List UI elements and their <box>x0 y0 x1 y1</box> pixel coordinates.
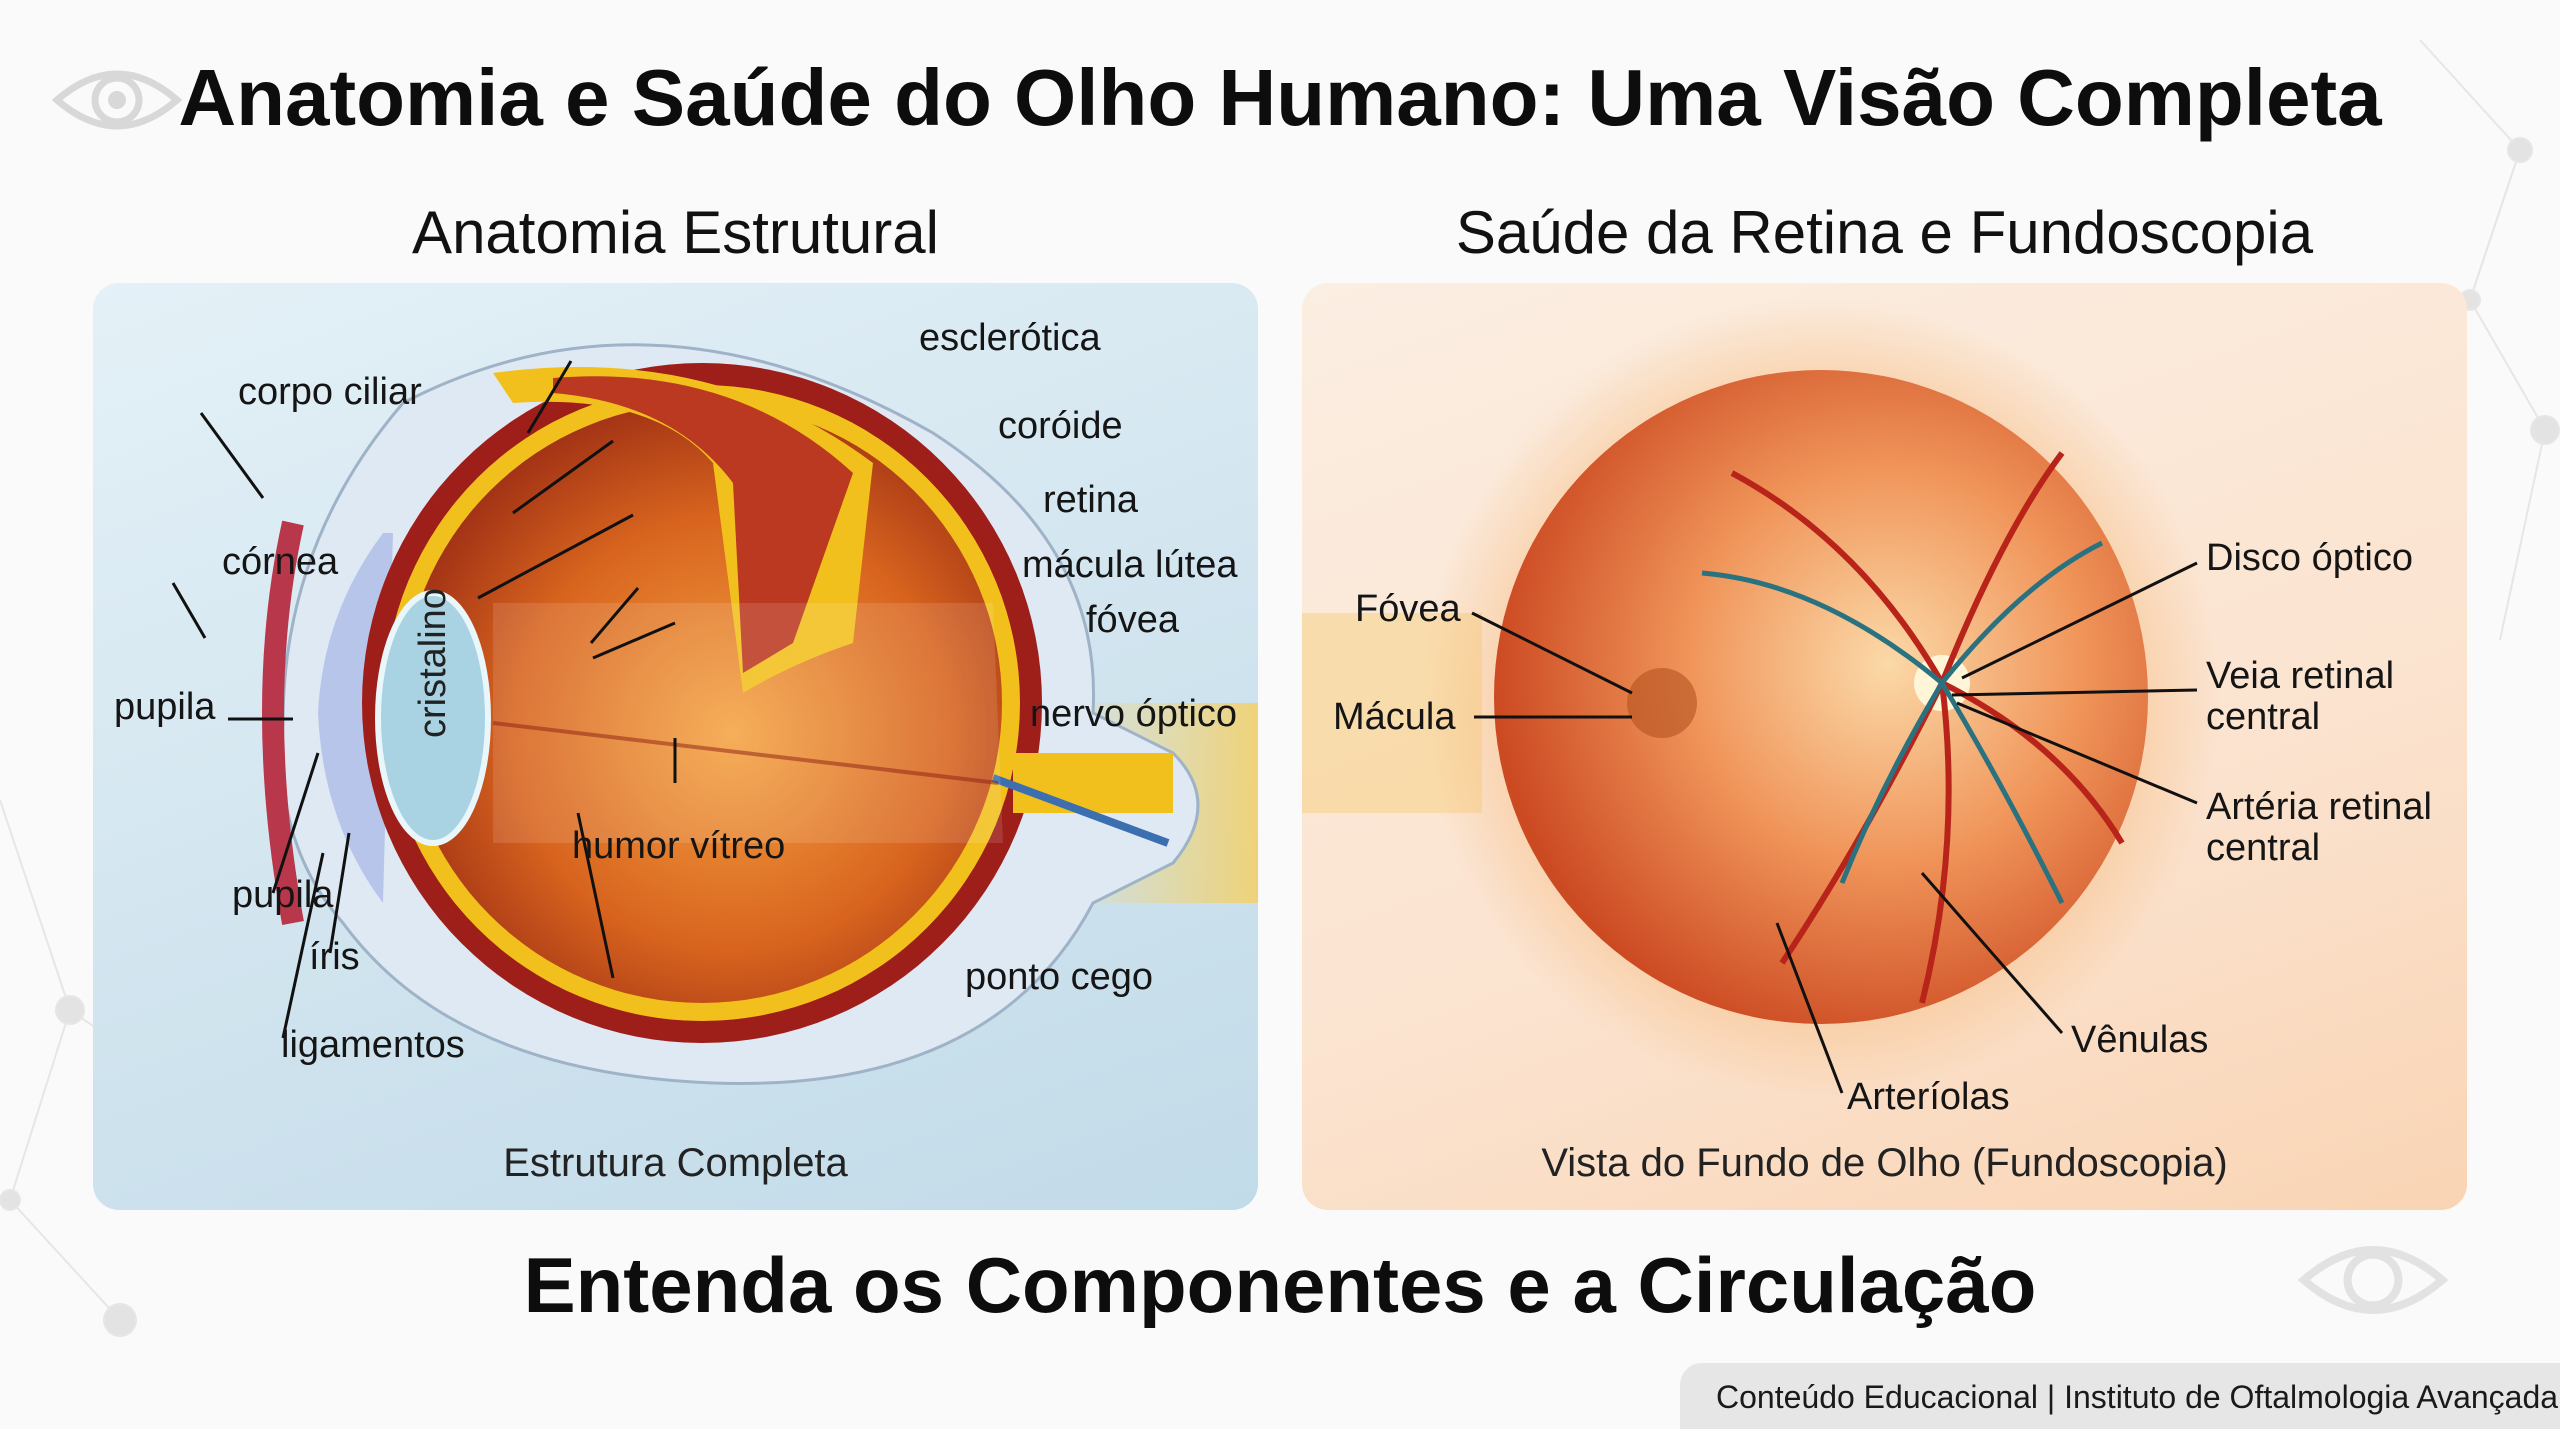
label-macula: Mácula <box>1333 696 1456 738</box>
left-caption: Estrutura Completa <box>503 1141 848 1185</box>
bottom-heading: Entenda os Componentes e a Circulação <box>523 1241 2037 1329</box>
label-arteria-retinal: Artéria retinal <box>2206 786 2432 828</box>
eye-logo-icon <box>52 70 182 130</box>
fundoscopy-panel: Fóvea Mácula Disco óptico Veia retinal c… <box>1302 283 2467 1210</box>
eye-watermark-icon <box>2298 1246 2448 1314</box>
right-heading: Saúde da Retina e Fundoscopia <box>1455 199 2314 266</box>
label-disco-optico: Disco óptico <box>2206 537 2413 579</box>
label-iris: íris <box>309 936 360 978</box>
label-macula-lutea: mácula lútea <box>1022 544 1238 586</box>
label-arteriolas: Arteríolas <box>1847 1076 2010 1118</box>
label-ponto-cego: ponto cego <box>965 956 1154 998</box>
label-pupila: pupila <box>114 686 216 728</box>
eye-cross-section-illustration <box>171 343 1258 1085</box>
fundus-illustration <box>1302 297 2221 1097</box>
label-ligamentos: ligamentos <box>281 1024 465 1066</box>
label-fovea: fóvea <box>1086 599 1179 641</box>
label-esclerotica: esclerótica <box>919 317 1101 359</box>
label-corpo-ciliar: corpo ciliar <box>238 371 422 413</box>
page-title: Anatomia e Saúde do Olho Humano: Uma Vis… <box>178 53 2382 142</box>
label-nervo-optico: nervo óptico <box>1030 693 1238 735</box>
label-cristalino: cristalino <box>412 588 454 738</box>
footer-credit: Conteúdo Educacional | Instituto de Ofta… <box>1680 1363 2560 1429</box>
left-heading: Anatomia Estrutural <box>412 199 939 266</box>
label-humor-vitreo: humor vítreo <box>572 825 786 867</box>
label-veia-retinal-central: central <box>2206 696 2321 738</box>
label-cornea: córnea <box>222 541 339 583</box>
right-caption: Vista do Fundo de Olho (Fundoscopia) <box>1541 1141 2228 1185</box>
label-venulas: Vênulas <box>2071 1019 2209 1061</box>
label-retina: retina <box>1043 479 1139 521</box>
eye-anatomy-panel: esclerótica corpo ciliar coróide retina … <box>93 283 1258 1210</box>
label-arteria-retinal-central: central <box>2206 827 2321 869</box>
label-pupila-2: pupila <box>232 874 334 916</box>
label-fovea: Fóvea <box>1355 588 1461 630</box>
label-veia-retinal: Veia retinal <box>2206 655 2395 697</box>
label-coroide: coróide <box>998 405 1123 447</box>
